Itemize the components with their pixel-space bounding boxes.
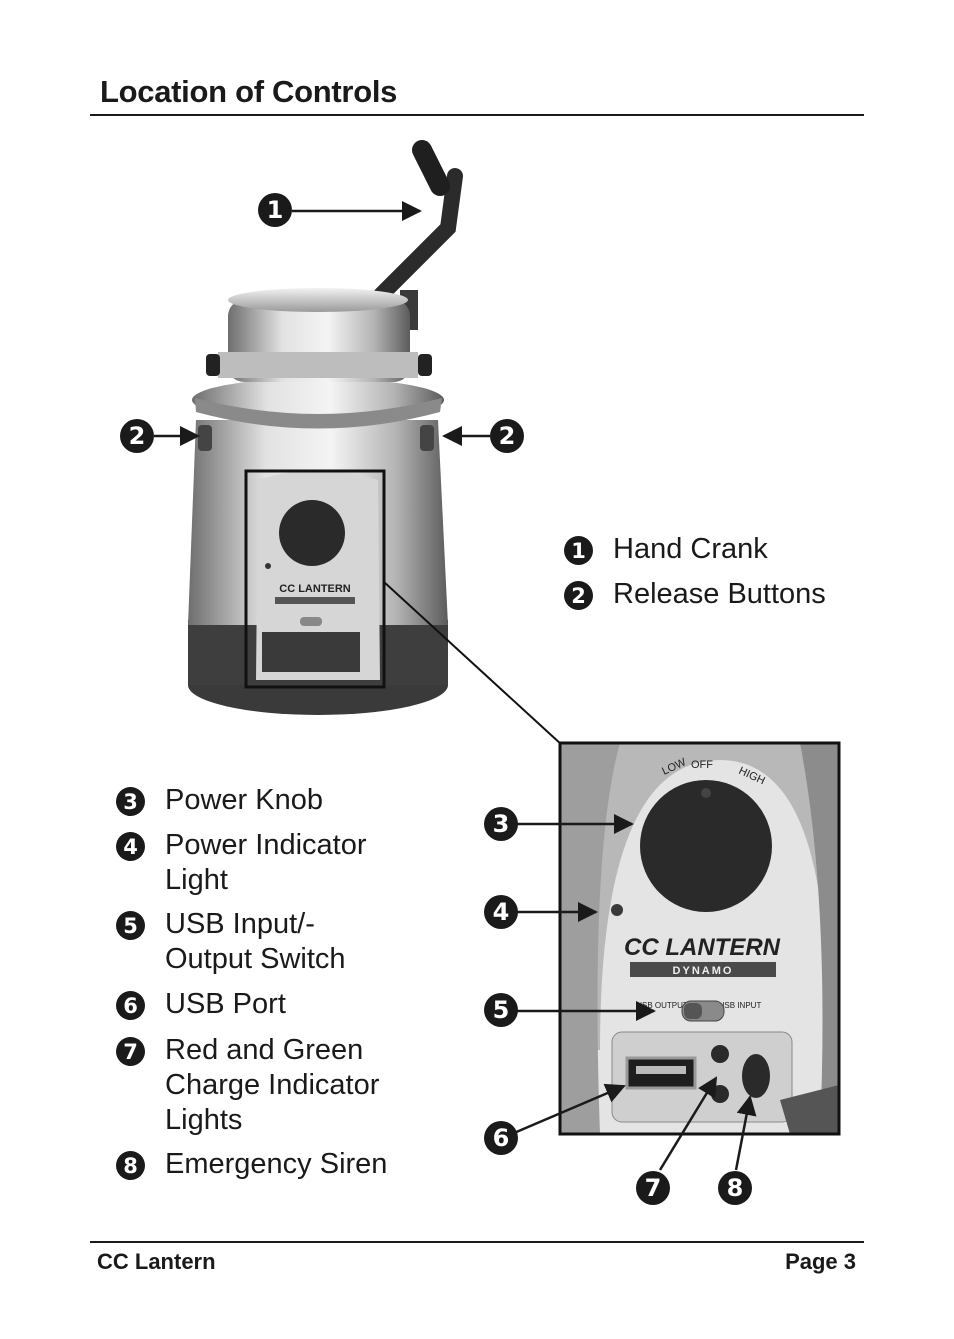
title-rule (90, 114, 864, 116)
legend-item-power-knob: 3 Power Knob (116, 783, 323, 818)
footer-rule (90, 1241, 864, 1243)
legend-label: Release Buttons (613, 578, 826, 610)
usb-output-label: USB OUTPUT (636, 1001, 688, 1010)
usb-input-label: USB INPUT (719, 1001, 762, 1010)
legend-label: Power Indicator Light (165, 829, 367, 896)
legend-item-power-indicator: 4 Power Indicator Light (116, 828, 395, 898)
knob-off-label: OFF (691, 759, 713, 771)
legend-number: 6 (116, 991, 145, 1020)
callout-6: 6 (484, 1121, 518, 1155)
closeup-panel: LOW OFF HIGH CC LANTERN DYNAMO USB OUTPU… (560, 743, 839, 1134)
legend-number: 3 (116, 787, 145, 816)
model-label: DYNAMO (673, 965, 734, 977)
legend-item-charge-lights: 7 Red and Green Charge Indicator Lights (116, 1033, 405, 1138)
callout-2-right: 2 (490, 419, 524, 453)
legend-label: Hand Crank (613, 533, 768, 565)
legend-number: 2 (564, 581, 593, 610)
legend-item-hand-crank: 1 Hand Crank (564, 532, 768, 567)
page-title: Location of Controls (100, 74, 398, 109)
legend-number: 7 (116, 1037, 145, 1066)
lantern-body: CC LANTERN (188, 288, 448, 715)
legend-number: 4 (116, 832, 145, 861)
zoom-frame (244, 469, 386, 689)
closeup-frame (558, 741, 841, 1136)
footer-product-name: CC Lantern (97, 1249, 216, 1274)
legend-item-emergency-siren: 8 Emergency Siren (116, 1147, 387, 1182)
legend-item-release-buttons: 2 Release Buttons (564, 577, 826, 612)
legend-label: Power Knob (165, 784, 323, 816)
brand-label: CC LANTERN (624, 934, 781, 961)
callout-7: 7 (636, 1171, 670, 1205)
legend-number: 1 (564, 536, 593, 565)
legend-item-usb-port: 6 USB Port (116, 987, 286, 1022)
callout-3: 3 (484, 807, 518, 841)
callout-8: 8 (718, 1171, 752, 1205)
legend-label: Red and Green Charge Indicator Lights (165, 1034, 380, 1136)
legend-label: USB Port (165, 988, 286, 1020)
callout-1: 1 (258, 193, 292, 227)
callout-4: 4 (484, 895, 518, 929)
legend-number: 8 (116, 1151, 145, 1180)
legend-number: 5 (116, 911, 145, 940)
callout-5: 5 (484, 993, 518, 1027)
legend-label: USB Input/- Output Switch (165, 908, 346, 975)
small-brand-text: CC LANTERN (279, 583, 351, 595)
page-number: Page 3 (785, 1249, 856, 1274)
legend-item-usb-switch: 5 USB Input/- Output Switch (116, 907, 365, 977)
legend-label: Emergency Siren (165, 1148, 388, 1180)
callout-2-left: 2 (120, 419, 154, 453)
